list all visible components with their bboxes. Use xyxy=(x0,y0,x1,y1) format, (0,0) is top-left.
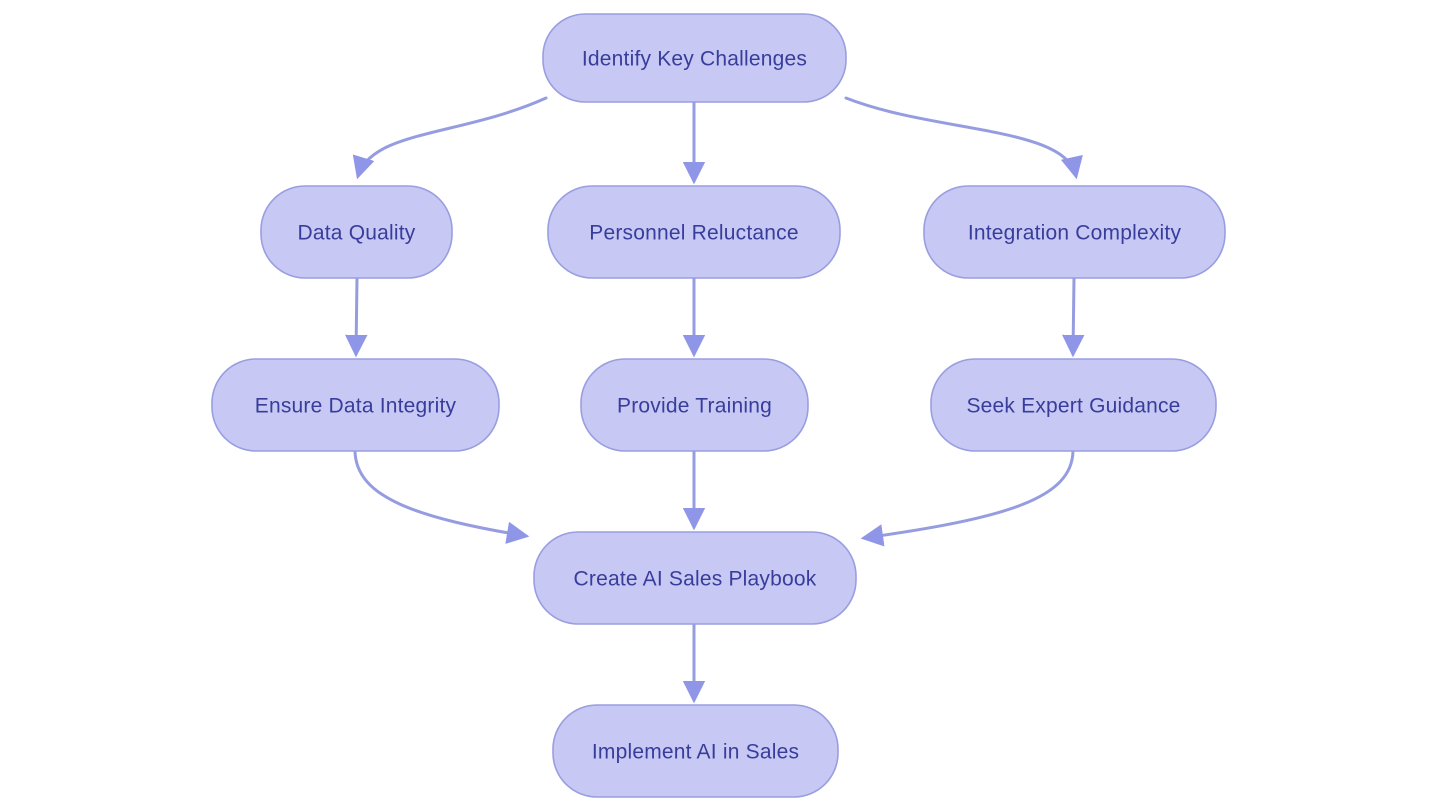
edge-data-quality-to-ensure-data-integrity xyxy=(345,276,368,358)
node-label: Identify Key Challenges xyxy=(582,48,807,71)
nodes-layer: Identify Key Challenges Data Quality Per… xyxy=(211,13,1226,798)
node-label: Ensure Data Integrity xyxy=(255,395,457,418)
node-create-ai-sales-playbook: Create AI Sales Playbook xyxy=(533,531,857,625)
node-implement-ai-in-sales: Implement AI in Sales xyxy=(552,704,839,798)
node-label: Create AI Sales Playbook xyxy=(574,568,817,591)
node-label: Provide Training xyxy=(617,395,772,418)
edge-seek-expert-guidance-to-create-playbook xyxy=(860,449,1075,547)
node-label: Data Quality xyxy=(298,222,416,245)
node-label: Implement AI in Sales xyxy=(592,741,799,764)
node-data-quality: Data Quality xyxy=(260,185,453,279)
node-ensure-data-integrity: Ensure Data Integrity xyxy=(211,358,500,452)
node-label: Seek Expert Guidance xyxy=(966,395,1180,418)
edge-identify-to-integration-complexity xyxy=(844,96,1083,180)
node-label: Integration Complexity xyxy=(968,222,1182,245)
node-personnel-reluctance: Personnel Reluctance xyxy=(547,185,841,279)
edges-layer xyxy=(345,96,1085,704)
edge-ensure-data-integrity-to-create-playbook xyxy=(353,449,530,544)
node-integration-complexity: Integration Complexity xyxy=(923,185,1226,279)
node-label: Personnel Reluctance xyxy=(589,222,798,245)
node-provide-training: Provide Training xyxy=(580,358,809,452)
node-seek-expert-guidance: Seek Expert Guidance xyxy=(930,358,1217,452)
edge-identify-to-data-quality xyxy=(352,96,548,180)
node-identify-key-challenges: Identify Key Challenges xyxy=(542,13,847,103)
edge-integration-complexity-to-seek-expert-guidance xyxy=(1062,276,1085,358)
